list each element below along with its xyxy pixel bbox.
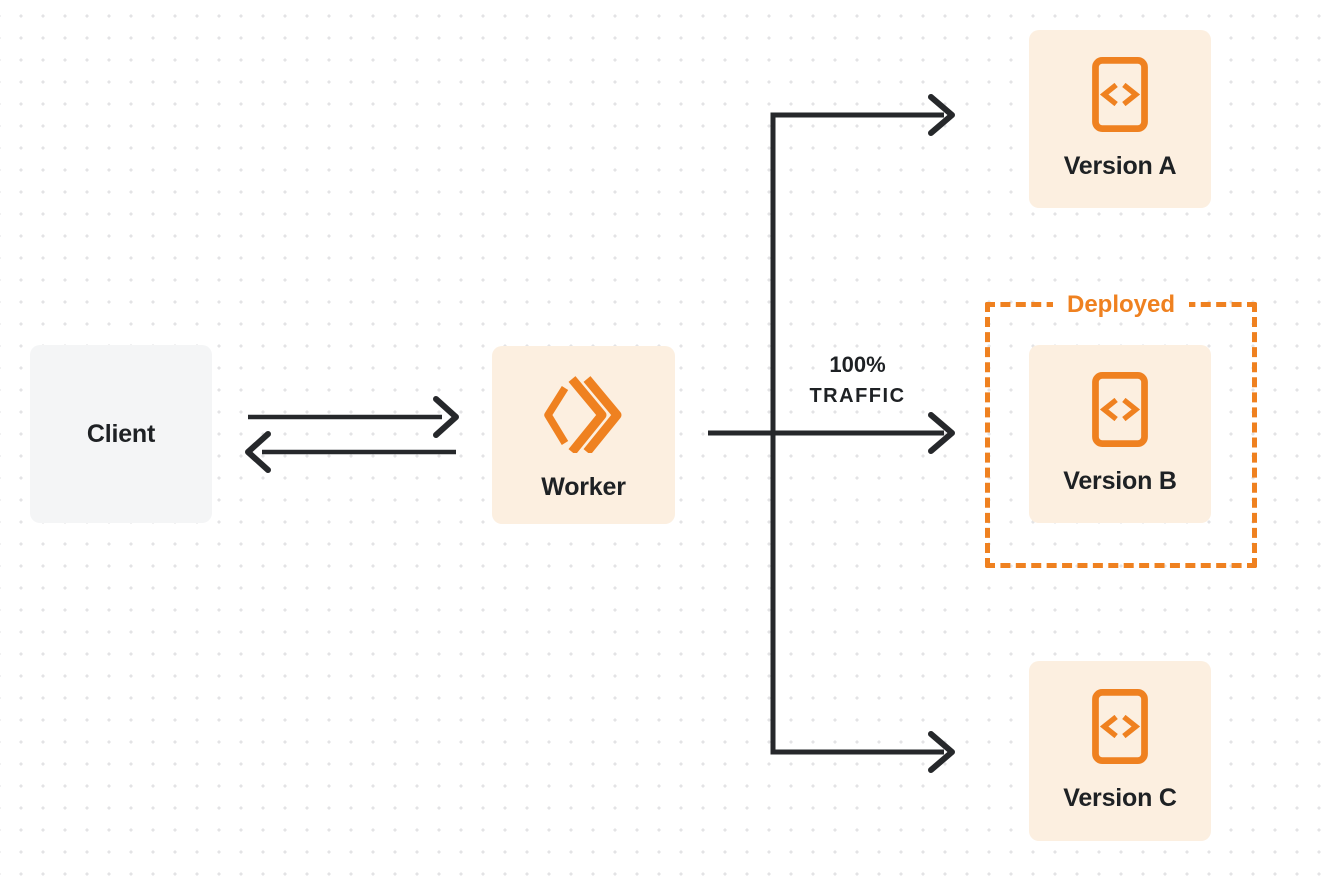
arrowhead-version-c [928, 731, 955, 773]
traffic-label: 100% TRAFFIC [770, 350, 945, 412]
code-file-icon [1092, 372, 1148, 447]
code-file-icon [1092, 689, 1148, 764]
version-b-label: Version B [1063, 467, 1177, 495]
node-version-c: Version C [1029, 661, 1211, 841]
arrowhead-version-b [928, 412, 955, 454]
edge-branch-trunk [770, 112, 944, 755]
version-c-label: Version C [1063, 784, 1177, 812]
node-version-a: Version A [1029, 30, 1211, 208]
arrowhead-version-a [928, 94, 955, 136]
cloudflare-workers-icon [543, 376, 621, 453]
version-a-label: Version A [1063, 152, 1177, 180]
node-version-b: Version B [1029, 345, 1211, 523]
traffic-percent: 100% [829, 352, 886, 377]
code-file-icon [1092, 57, 1148, 132]
client-label: Client [86, 419, 156, 448]
worker-label: Worker [541, 473, 626, 501]
deployed-frame: Deployed [985, 288, 1257, 568]
arrowhead-client-to-worker [433, 396, 459, 438]
node-worker: Worker [492, 346, 675, 524]
arrowhead-worker-to-client [245, 431, 271, 473]
traffic-word: TRAFFIC [809, 385, 906, 407]
deployed-label: Deployed [1052, 288, 1190, 321]
node-client: Client [30, 345, 212, 523]
